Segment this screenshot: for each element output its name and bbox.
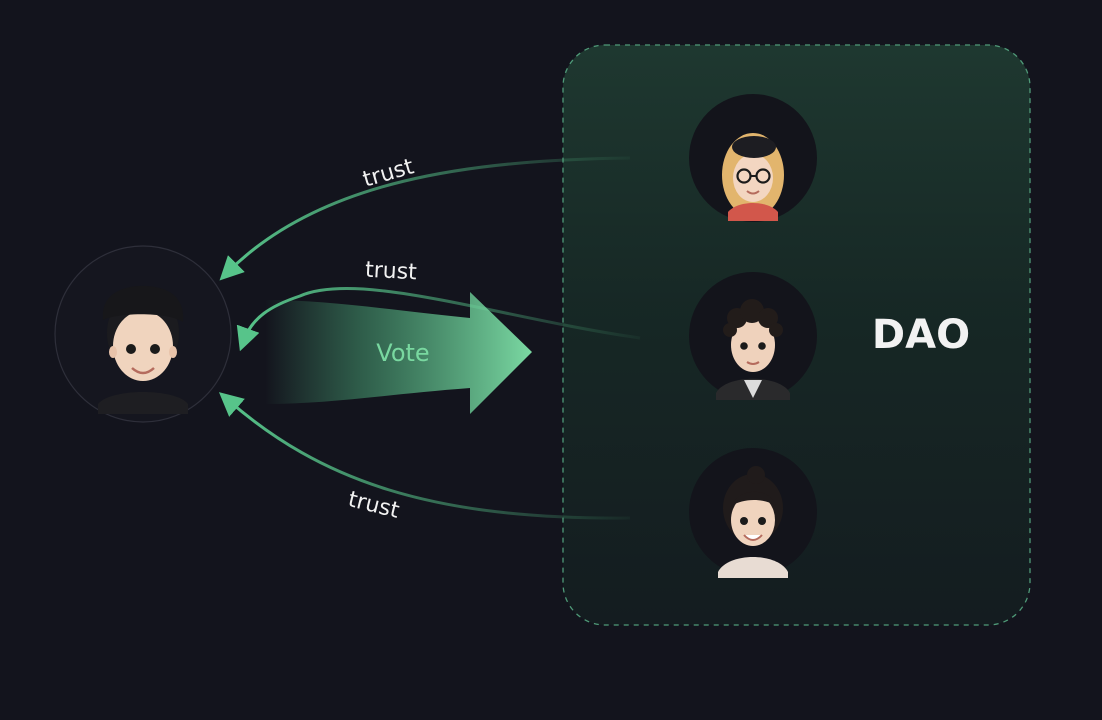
member-avatar-icon-3 [689, 448, 817, 578]
delegate-avatar-icon [54, 245, 232, 423]
member-avatar-icon-1 [689, 94, 817, 222]
dao-label: DAO [872, 312, 970, 358]
vote-label: Vote [376, 339, 429, 367]
trust-arrow-bottom [218, 392, 631, 520]
trust-label-middle: trust [364, 258, 417, 286]
trust-label-top: trust [360, 154, 417, 192]
trust-arrow-middle [236, 286, 641, 352]
vote-arrow [265, 292, 532, 414]
member-avatar-icon-2 [689, 272, 817, 400]
trust-arrow-top [219, 156, 631, 281]
